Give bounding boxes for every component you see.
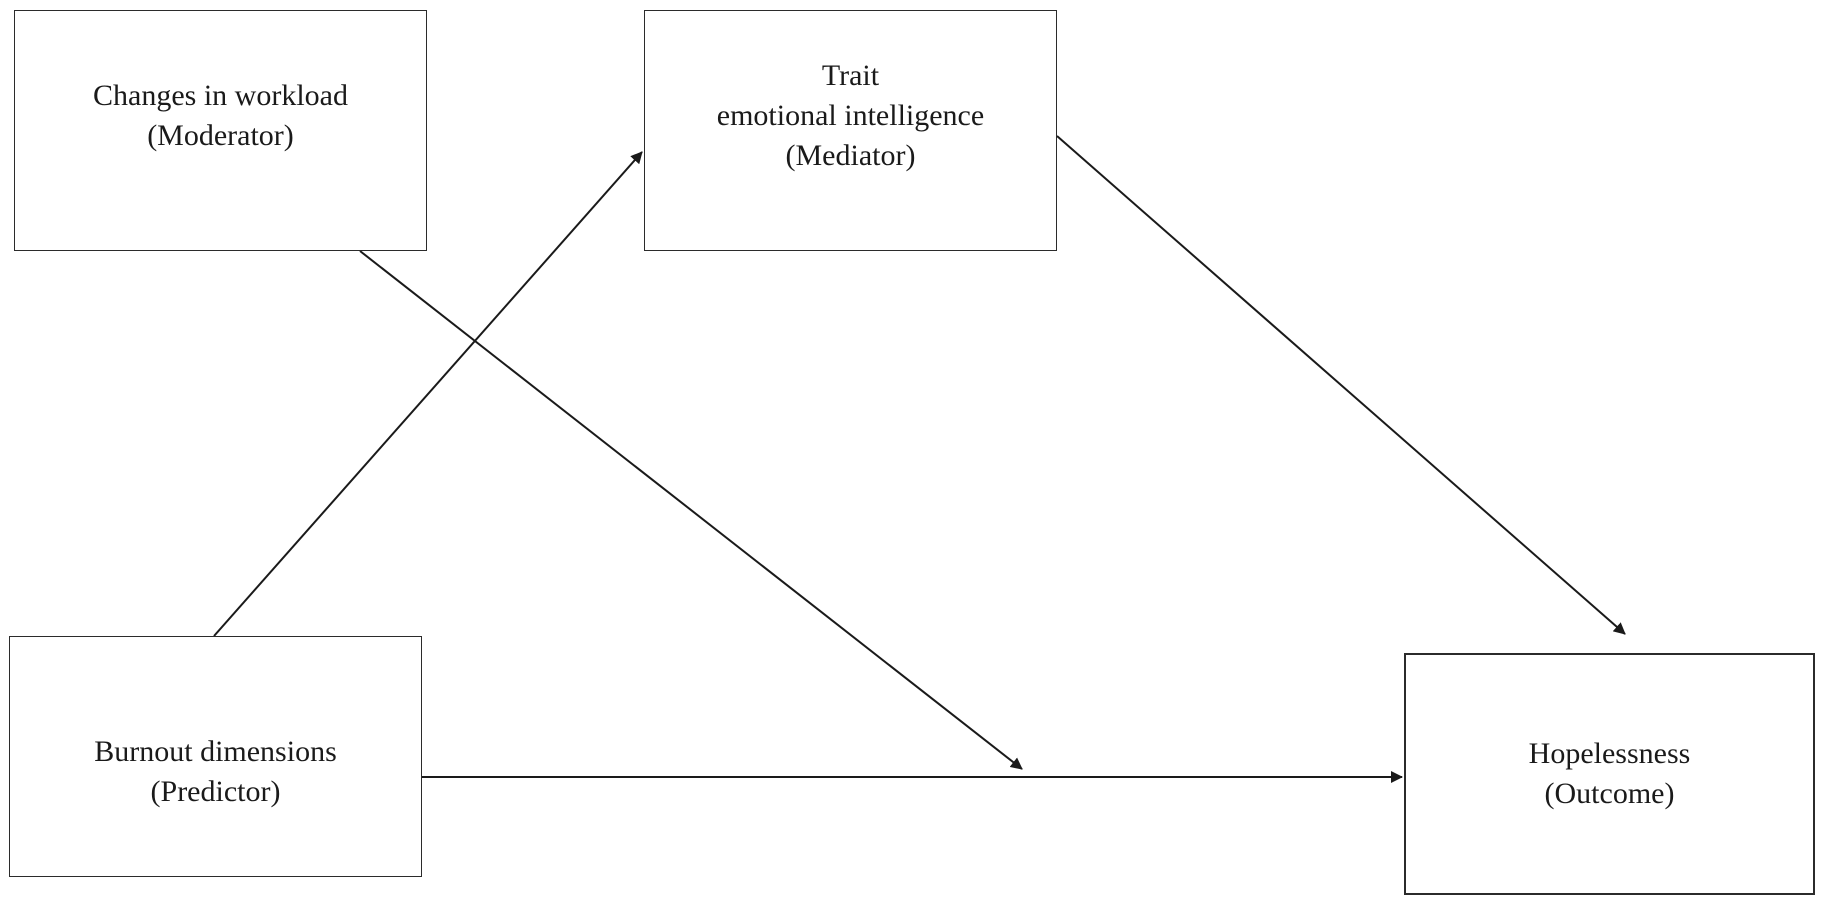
moderator-label: Changes in workload (Moderator) bbox=[93, 76, 348, 156]
arrow-moderator-to-path bbox=[359, 250, 1023, 770]
predictor-box: Burnout dimensions (Predictor) bbox=[9, 636, 422, 877]
mediator-box: Trait emotional intelligence (Mediator) bbox=[644, 10, 1057, 251]
mediator-label: Trait emotional intelligence (Mediator) bbox=[717, 56, 984, 176]
predictor-role: (Predictor) bbox=[150, 774, 281, 808]
mediator-title-line2: emotional intelligence bbox=[716, 98, 985, 132]
predictor-title: Burnout dimensions bbox=[94, 734, 337, 768]
outcome-box: Hopelessness (Outcome) bbox=[1404, 653, 1815, 895]
predictor-label: Burnout dimensions (Predictor) bbox=[94, 732, 337, 812]
moderator-title: Changes in workload bbox=[93, 78, 348, 112]
mediator-role: (Mediator) bbox=[785, 138, 916, 172]
moderator-box: Changes in workload (Moderator) bbox=[14, 10, 427, 251]
moderator-role: (Moderator) bbox=[147, 118, 294, 152]
outcome-role: (Outcome) bbox=[1544, 777, 1675, 810]
arrow-predictor-to-mediator bbox=[213, 151, 643, 637]
outcome-label: Hopelessness (Outcome) bbox=[1529, 734, 1691, 814]
outcome-title: Hopelessness bbox=[1528, 737, 1691, 770]
mediator-title-line1: Trait bbox=[821, 58, 880, 92]
arrow-mediator-to-outcome bbox=[1056, 135, 1626, 635]
